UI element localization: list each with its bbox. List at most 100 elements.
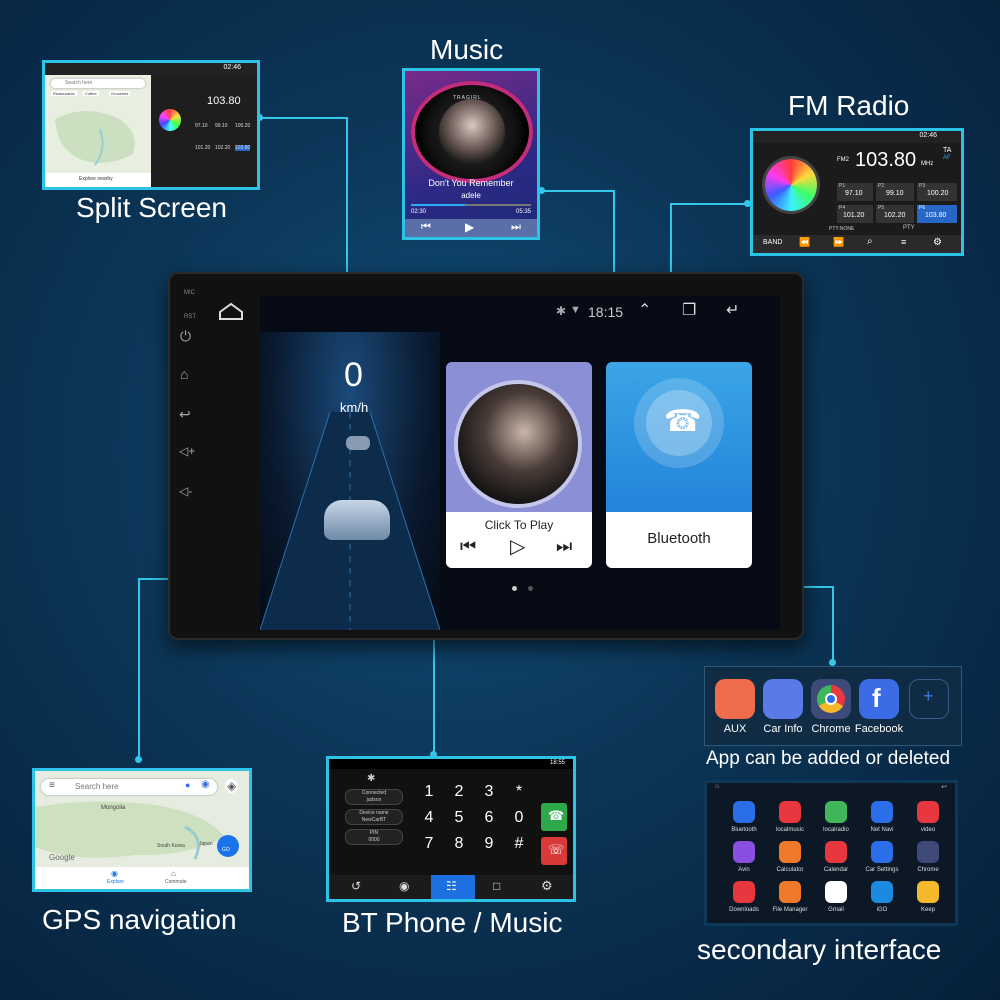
bluetooth-card[interactable]: ☎ Bluetooth [606, 362, 752, 568]
home-icon[interactable]: ⌂ [180, 366, 189, 382]
equalizer-icon[interactable]: ≡ [901, 237, 907, 247]
connector-apps-v [832, 586, 834, 664]
keypad-key[interactable]: 3 [484, 783, 494, 800]
fm-preset-p4[interactable]: P4 101.20 [837, 205, 873, 223]
keypad-key[interactable]: 1 [424, 783, 434, 800]
connector-dot [829, 659, 836, 666]
dialpad-tab[interactable]: ☷ [431, 875, 475, 899]
keypad-key[interactable]: 7 [424, 835, 434, 852]
expand-icon[interactable]: ⌃ [638, 302, 652, 319]
facebook-app-icon[interactable]: f [859, 679, 899, 719]
hangup-button[interactable]: ☏ [541, 837, 567, 865]
split-chip[interactable]: Groceries [109, 91, 131, 96]
music-panel: TRAGIRL Don't You Remember adele 02:30 0… [402, 68, 540, 240]
fm-preset-p2[interactable]: P2 99.10 [876, 183, 914, 201]
page-indicator[interactable] [528, 586, 533, 591]
avin-app-icon[interactable] [733, 841, 755, 863]
search-icon[interactable]: ⌕ [867, 236, 873, 247]
prev-track-icon[interactable]: ⏮ [460, 536, 477, 556]
split-search-bar[interactable]: Search here [51, 79, 145, 88]
localmusic-app-icon[interactable] [779, 801, 801, 823]
recent-apps-icon[interactable]: ❐ [682, 302, 697, 319]
next-icon[interactable]: ⏭ [511, 221, 521, 233]
split-preset[interactable]: 97.10 [195, 123, 208, 129]
car-settings-app-icon[interactable] [871, 841, 893, 863]
play-track-icon[interactable]: ▷ [510, 536, 526, 558]
fm-preset-p6[interactable]: P6 103.80 [917, 205, 957, 223]
split-time: 02:46 [223, 64, 241, 71]
gps-tab-explore[interactable]: Explore [107, 879, 124, 885]
layers-icon[interactable]: ◈ [225, 779, 239, 793]
music-artist: adele [461, 191, 481, 200]
keypad-key[interactable]: 0 [514, 809, 524, 826]
split-preset[interactable]: 101.20 [195, 145, 211, 151]
split-preset[interactable]: 103.80 [235, 145, 251, 151]
connector-dot [744, 200, 751, 207]
video-app-icon[interactable] [917, 801, 939, 823]
chrome-app-icon[interactable] [917, 841, 939, 863]
music-progress-track[interactable] [411, 204, 531, 206]
return-icon[interactable]: ↵ [726, 302, 740, 319]
fm-preset-p3[interactable]: P3 100.20 [917, 183, 957, 201]
secondary-back-icon[interactable]: ↩ [941, 784, 947, 791]
next-track-icon[interactable]: ⏭ [556, 536, 573, 556]
back-icon[interactable]: ↩ [179, 406, 191, 422]
net-navi-app-icon[interactable] [871, 801, 893, 823]
call-log-icon[interactable]: ↺ [351, 879, 362, 893]
keypad-key[interactable]: 4 [424, 809, 434, 826]
connector-split-v [346, 117, 348, 272]
chrome-app-icon[interactable] [811, 679, 851, 719]
call-button[interactable]: ☎ [541, 803, 567, 831]
fm-preset-p5[interactable]: P5 102.20 [876, 205, 914, 223]
prev-icon[interactable]: ⏮ [421, 221, 431, 233]
volume-up-icon[interactable]: ◁+ [179, 444, 196, 458]
power-icon[interactable]: ⏻ [180, 328, 192, 344]
account-icon[interactable]: ◉ [201, 779, 210, 790]
contacts-icon[interactable]: ◉ [399, 879, 410, 893]
fm-band-button[interactable]: BAND [763, 239, 783, 246]
add-app-button[interactable]: + [909, 679, 949, 719]
igo-app-icon[interactable] [871, 881, 893, 903]
gps-tab-commute[interactable]: Commute [165, 879, 187, 885]
keypad-key[interactable]: 6 [484, 809, 494, 826]
file-manager-app-icon[interactable] [779, 881, 801, 903]
bluetooth-app-icon[interactable] [733, 801, 755, 823]
volume-down-icon[interactable]: ◁- [179, 484, 193, 498]
play-icon[interactable]: ▶ [465, 220, 475, 234]
gps-search-bar[interactable]: ≡ Search here ● ◉ [41, 779, 217, 795]
speed-unit: km/h [340, 400, 369, 415]
fm-preset-p1[interactable]: P1 97.10 [837, 183, 873, 201]
gps-go-button[interactable]: GO [217, 835, 239, 857]
gmail-app-icon[interactable] [825, 881, 847, 903]
keypad-key[interactable]: # [514, 835, 524, 852]
keypad-key[interactable]: * [515, 783, 523, 800]
seek-back-icon[interactable]: ⏪ [799, 237, 811, 247]
car-info-app-icon[interactable] [763, 679, 803, 719]
calendar-app-icon[interactable] [825, 841, 847, 863]
menu-icon[interactable]: ≡ [49, 780, 55, 791]
page-indicator-active[interactable] [512, 586, 517, 591]
home-outline-icon[interactable] [218, 302, 244, 322]
keypad-key[interactable]: 8 [454, 835, 464, 852]
localradio-app-icon[interactable] [825, 801, 847, 823]
calculator-app-icon[interactable] [779, 841, 801, 863]
keypad-key[interactable]: 9 [484, 835, 494, 852]
music-card[interactable]: Click To Play ⏮ ▷ ⏭ [446, 362, 592, 568]
mic-icon[interactable]: ● [185, 780, 191, 790]
downloads-app-icon[interactable] [733, 881, 755, 903]
seek-forward-icon[interactable]: ⏩ [833, 237, 845, 247]
keypad-key[interactable]: 2 [454, 783, 464, 800]
split-explore-bar[interactable]: Explore nearby [45, 173, 151, 187]
keep-app-icon[interactable] [917, 881, 939, 903]
aux-app-icon[interactable] [715, 679, 755, 719]
split-preset[interactable]: 100.20 [235, 123, 251, 129]
secondary-home-icon[interactable]: ⌂ [715, 783, 720, 790]
split-chip[interactable]: Restaurants [51, 91, 77, 96]
settings-icon[interactable]: ⚙ [933, 237, 942, 248]
bt-settings-icon[interactable]: ⚙ [541, 878, 553, 893]
split-preset[interactable]: 102.20 [215, 145, 231, 151]
keypad-key[interactable]: 5 [454, 809, 464, 826]
phone-sync-icon[interactable]: □ [493, 879, 501, 893]
split-preset[interactable]: 99.10 [215, 123, 228, 129]
split-chip[interactable]: Coffee [83, 91, 99, 96]
